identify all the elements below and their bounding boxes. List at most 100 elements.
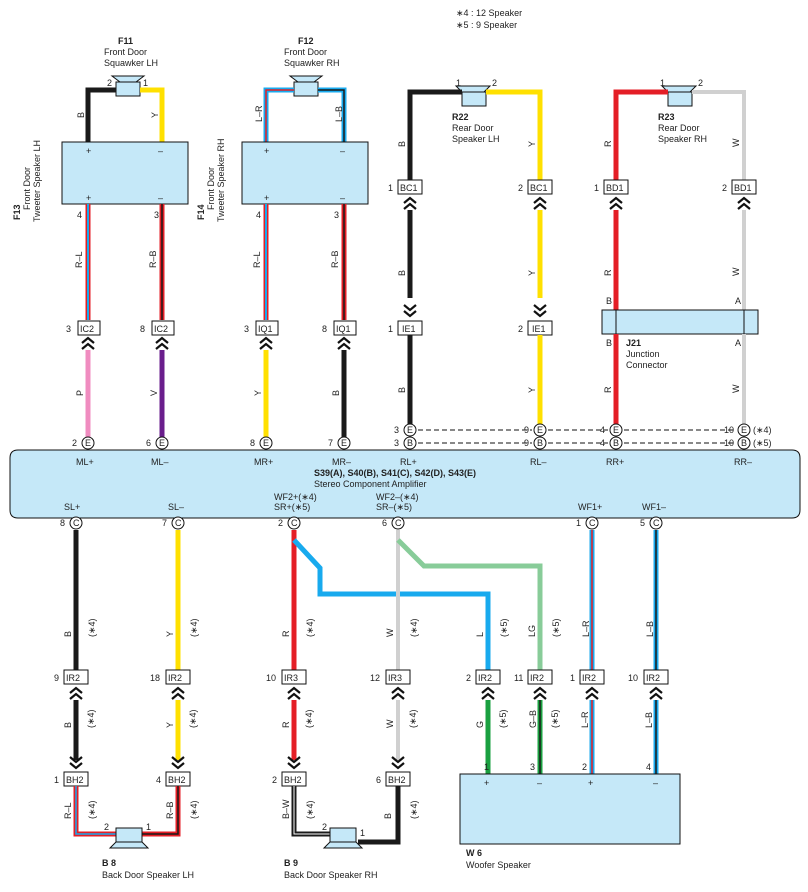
terminal-letter: B [537, 438, 543, 448]
f14-name2: Tweeter Speaker RH [216, 138, 226, 222]
f12-code: F12 [298, 36, 314, 46]
terminal-rl-plus: RL+ [400, 457, 417, 467]
double-chevron-icon [80, 336, 96, 351]
pin-label: 3 [244, 324, 249, 334]
double-chevron-icon [532, 686, 548, 701]
pin-label: 1 [54, 775, 59, 785]
wire-label-b: B [397, 387, 407, 393]
pin-label: 1 [484, 762, 489, 772]
pin-label: 3 [334, 210, 339, 220]
connector-label: BH2 [284, 775, 302, 785]
b9-speaker-icon [322, 827, 364, 849]
terminal-letter: C [175, 518, 182, 528]
w6-code: W 6 [466, 848, 482, 858]
pin-label: 8 [250, 438, 255, 448]
double-chevron-icon [648, 686, 664, 701]
connector-ir3 [385, 669, 411, 685]
j21-pin-b: B [606, 338, 612, 348]
connector-bc1 [527, 179, 553, 195]
pin-label: 9 [54, 673, 59, 683]
terminal-letter: E [341, 438, 347, 448]
pin-label: 10 [266, 673, 276, 683]
double-chevron-down-icon [532, 303, 548, 318]
terminal-circle [259, 436, 273, 450]
note-star4: (∗4) [87, 800, 97, 819]
wire-label-bw: B–W [281, 799, 291, 819]
wire-label-rl: R–L [63, 802, 73, 819]
wire-label-y: Y [150, 112, 160, 118]
j21-junction-connector [601, 309, 759, 335]
terminal-ml-minus: ML– [151, 457, 169, 467]
wire-black [358, 786, 401, 845]
polarity-plus: + [264, 193, 269, 203]
wire-l-r [263, 87, 294, 142]
terminal-circle [403, 423, 417, 437]
wire-label-l: L [475, 632, 485, 637]
terminal-sr-minus: SR–(∗5) [376, 502, 412, 512]
wire-label-y: Y [527, 270, 537, 276]
wire-label-b: B [331, 390, 341, 396]
w6-name: Woofer Speaker [466, 860, 531, 870]
note-star5: (∗5) [551, 618, 561, 637]
pin-label: 1 [360, 828, 365, 838]
f11-name2: Squawker LH [104, 58, 158, 68]
f12-name1: Front Door [284, 47, 327, 57]
pin-label: 10 [628, 673, 638, 683]
pin-label: 2 [104, 822, 109, 832]
pin-label: 2 [322, 822, 327, 832]
pin-label: 7 [328, 438, 333, 448]
note-star4: (∗4) [753, 425, 772, 435]
f13-name2: Tweeter Speaker LH [32, 140, 42, 222]
wire-label-lr: L–R [580, 711, 590, 728]
terminal-circle [585, 516, 599, 530]
connector-ir2 [63, 669, 89, 685]
f14-code: F14 [196, 204, 206, 220]
pin-label: 1 [594, 183, 599, 193]
pin-label: 4 [600, 438, 605, 448]
wire-label-b: B [63, 631, 73, 637]
wire-label-lr: L–R [581, 620, 591, 637]
polarity-plus: + [484, 778, 489, 788]
terminal-wf1-plus: WF1+ [578, 502, 602, 512]
double-chevron-icon [736, 196, 752, 211]
double-chevron-icon [336, 336, 352, 351]
note-star4: (∗4) [304, 709, 314, 728]
pin-label: 18 [150, 673, 160, 683]
wire-label-w: W [731, 138, 741, 147]
pin-label: 2 [278, 518, 283, 528]
wire-label-b: B [76, 112, 86, 118]
wire-label-rb: R–B [330, 250, 340, 268]
note-star4: (∗4) [189, 800, 199, 819]
double-chevron-down-icon [402, 303, 418, 318]
pin-label: 1 [143, 78, 148, 88]
connector-label: IC2 [154, 324, 168, 334]
wire-label-gb: G–B [528, 710, 538, 728]
double-chevron-icon [608, 196, 624, 211]
note-star5: (∗5) [498, 709, 508, 728]
terminal-circle [287, 516, 301, 530]
double-chevron-icon [68, 686, 84, 701]
wire-label-r: R [281, 721, 291, 728]
pin-label: 4 [256, 210, 261, 220]
pin-label: 2 [518, 183, 523, 193]
terminal-rl-minus: RL– [530, 457, 547, 467]
terminal-circle [609, 436, 623, 450]
terminal-letter: E [159, 438, 165, 448]
wire-label-r: R [603, 140, 613, 147]
connector-label: IQ1 [258, 324, 273, 334]
double-chevron-icon [170, 686, 186, 701]
wire-label-y: Y [165, 722, 175, 728]
connector-label: IQ1 [336, 324, 351, 334]
note-star4: (∗4) [188, 709, 198, 728]
connector-label: IR2 [478, 673, 492, 683]
f13-tweeter-box [61, 141, 189, 205]
r22-name1: Rear Door [452, 123, 494, 133]
terminal-circle [171, 516, 185, 530]
pin-label: 4 [156, 775, 161, 785]
connector-label: BH2 [388, 775, 406, 785]
terminal-wf2-plus: WF2+(∗4) [274, 492, 317, 502]
pin-label: 3 [154, 210, 159, 220]
wire-light-green [396, 538, 543, 670]
connector-ir3 [281, 669, 307, 685]
